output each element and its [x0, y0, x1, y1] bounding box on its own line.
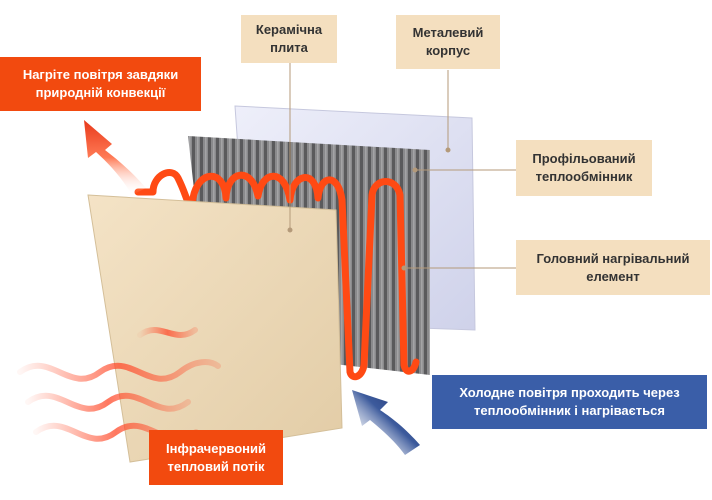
cold-air-arrow-icon	[352, 390, 420, 455]
leader-lines	[287, 62, 516, 271]
leader-heating-dot	[401, 265, 407, 271]
label-cold-air: Холодне повітря проходить через теплообм…	[432, 375, 707, 429]
label-profiled-exchanger: Профільований теплообмінник	[516, 140, 652, 196]
leader-ceramic-dot	[287, 227, 293, 233]
label-ceramic-plate: Керамічна плита	[241, 15, 337, 63]
label-natural-convection: Нагріте повітря завдяки природній конвек…	[0, 57, 201, 111]
leader-exchanger-dot	[412, 167, 418, 173]
label-metal-housing: Металевий корпус	[396, 15, 500, 69]
ceramic-plate	[87, 194, 343, 463]
leader-housing-dot	[445, 147, 451, 153]
warm-air-arrow-icon	[84, 120, 146, 195]
label-main-heating-element: Головний нагрівальний елемент	[516, 240, 710, 295]
label-infrared-flow: Інфрачервоний тепловий потік	[149, 430, 283, 485]
